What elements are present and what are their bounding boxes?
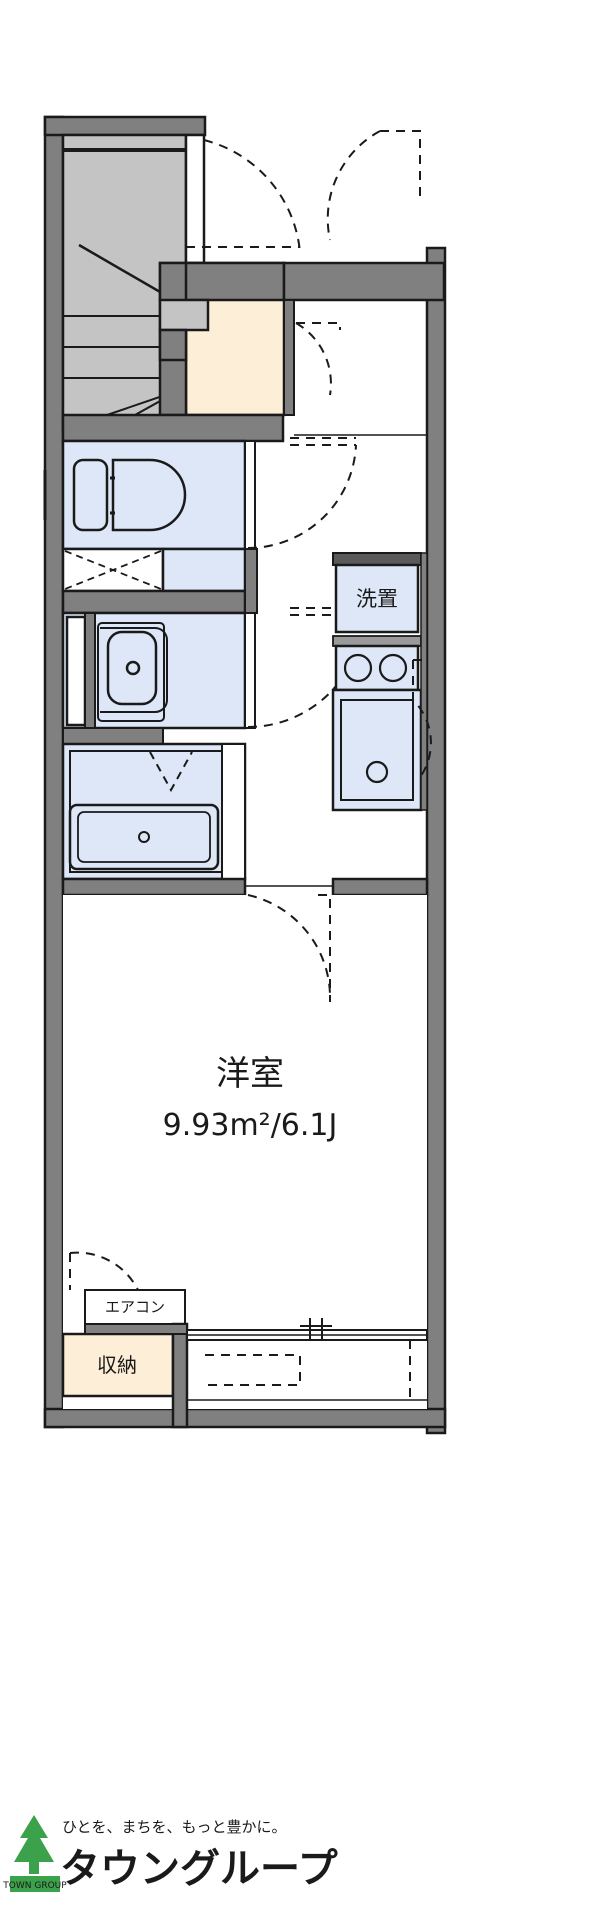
toilet-bowl: [111, 458, 187, 532]
shoe-box-swing-arc: [326, 130, 381, 241]
wall-bath-top-left: [62, 727, 164, 745]
stove-burner-right: [378, 653, 408, 683]
stove-back-band: [332, 635, 422, 647]
wall-washroom-inner: [84, 612, 96, 729]
washbasin-drain: [125, 660, 141, 676]
wall-closet-top: [84, 1323, 188, 1335]
washer-space-top-band: [332, 552, 422, 566]
wall-top-stairs: [43, 115, 207, 137]
kitchen: 洗置: [331, 552, 432, 812]
toilet-door-leaf: [244, 440, 256, 550]
tree-canopy: [14, 1815, 54, 1862]
toilet-door-swing-arc: [247, 444, 357, 550]
mainroom-door-swing-arc: [247, 894, 332, 1001]
wall-kitchen-right: [420, 552, 428, 811]
washroom-left-strip: [65, 615, 87, 727]
balcony-window: [186, 1318, 428, 1401]
entry-door-leaf: [184, 133, 206, 265]
washroom-door-swing-arc: [247, 614, 364, 728]
bathroom: [61, 727, 247, 894]
washroom-upper-floor: [161, 547, 247, 593]
entry-door-swing-arc: [203, 139, 301, 253]
bath-right-strip: [221, 743, 246, 880]
closet-area: エアコン 収納: [61, 1251, 189, 1429]
footer-logo: TOWN GROUP ひとを、まちを、もっと豊かに。 タウングループ: [2, 1815, 338, 1892]
kitchen-sink-drain: [365, 760, 389, 784]
washroom: [61, 547, 364, 730]
washer-space-box: [334, 563, 420, 634]
bathtub-drain: [138, 831, 150, 843]
logo-badge-bar: [10, 1876, 60, 1892]
main-room-area: 9.93m²/6.1J: [163, 1108, 338, 1143]
aircon-label: エアコン: [105, 1298, 165, 1316]
tree-trunk: [29, 1860, 39, 1874]
logo-badge-text: TOWN GROUP: [2, 1881, 67, 1891]
wall-washroom-divider: [61, 589, 247, 615]
closet-label: 収納: [97, 1353, 137, 1377]
wall-mainroom-top-left: [61, 877, 247, 897]
wall-bottom-outer: [43, 1407, 447, 1429]
kitchen-sink-basin: [340, 699, 414, 801]
laundry-label: 洗置: [356, 587, 398, 611]
toilet-room: [61, 413, 357, 551]
aircon-box: [84, 1289, 186, 1325]
hall-door-threshold: [296, 322, 341, 330]
footer-tagline: ひとを、まちを、もっと豊かに。: [62, 1818, 287, 1836]
closet-box: [61, 1332, 175, 1398]
footer-brand-jp: タウングループ: [60, 1846, 338, 1892]
wall-above-toilet: [61, 413, 285, 443]
stove-burner-left: [343, 653, 373, 683]
washroom-door-leaf: [244, 612, 256, 729]
tree-logo-icon: TOWN GROUP: [2, 1815, 67, 1892]
wall-genkan-right: [283, 299, 295, 416]
mainroom-door-threshold: [318, 894, 331, 1002]
vanity-counter-edge: [100, 627, 168, 713]
shoe-box-dashed: [380, 130, 421, 196]
wall-left-outer: [43, 115, 65, 1429]
toilet-tank: [72, 458, 109, 532]
wall-washroom-right-jamb: [244, 548, 258, 614]
entrance-genkan: [158, 261, 446, 436]
wall-genkan-left-lower: [158, 328, 188, 362]
wall-genkan-upper-right: [282, 261, 446, 302]
bath-door-fold-arc: [149, 751, 193, 793]
wall-mainroom-top-right: [331, 877, 429, 897]
kitchen-storage-arc: [412, 660, 432, 781]
stair-bottom-step: [158, 298, 210, 332]
wall-closet-right: [171, 1322, 189, 1429]
cabinet-x-2: [64, 550, 162, 590]
main-room-name: 洋室: [216, 1054, 284, 1094]
wall-right-outer: [425, 246, 447, 1435]
